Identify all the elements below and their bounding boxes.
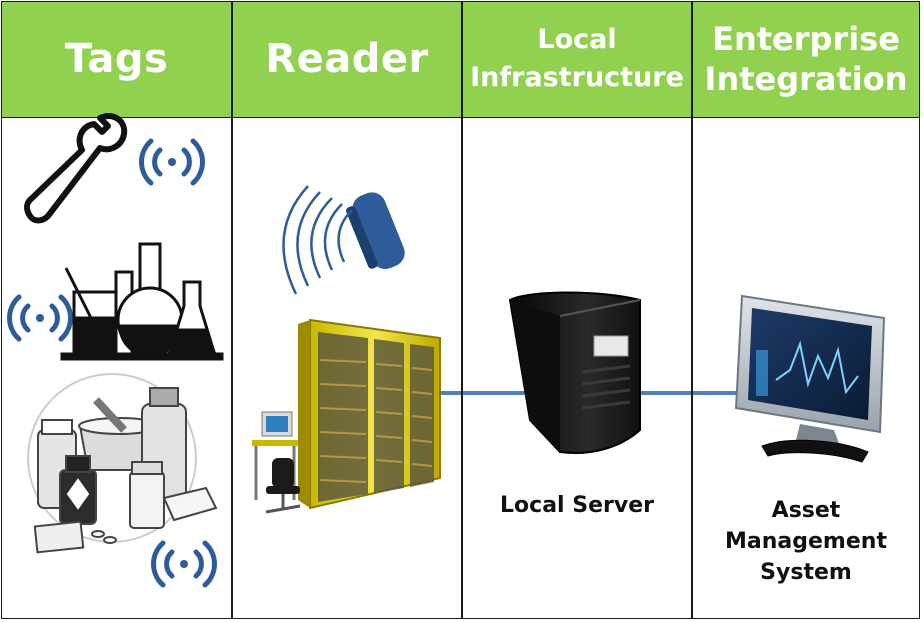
lab-glassware-icon xyxy=(60,242,224,361)
header-reader: Reader xyxy=(232,1,462,118)
column-divider xyxy=(691,1,693,619)
asset-caption-line1: Asset xyxy=(771,498,841,523)
rfid-signal-icon xyxy=(7,294,73,342)
header-tags: Tags xyxy=(1,1,232,118)
header-local-infrastructure: Local Infrastructure xyxy=(462,1,692,118)
header-local-line1: Local xyxy=(537,24,617,55)
asset-management-caption: Asset Management System xyxy=(692,495,920,588)
header-enterprise-label: Enterprise Integration xyxy=(705,19,908,99)
header-tags-label: Tags xyxy=(64,36,169,82)
header-enterprise-line2: Integration xyxy=(704,60,908,98)
asset-caption-line2: Management xyxy=(725,529,887,554)
column-divider xyxy=(461,1,463,619)
local-server-caption: Local Server xyxy=(500,493,654,518)
medicine-bottles-icon xyxy=(27,373,218,554)
column-divider xyxy=(231,1,233,619)
header-reader-label: Reader xyxy=(265,36,429,82)
monitor-icon xyxy=(734,294,886,463)
header-local-line2: Infrastructure xyxy=(470,62,684,93)
header-local-infrastructure-label: Local Infrastructure xyxy=(470,21,684,97)
reader-antenna-icon xyxy=(282,185,405,295)
storage-cabinet-icon xyxy=(252,318,441,514)
rfid-signal-icon xyxy=(151,540,217,588)
header-enterprise-line1: Enterprise xyxy=(712,20,900,58)
header-enterprise-integration: Enterprise Integration xyxy=(692,1,920,118)
rfid-signal-icon xyxy=(139,138,205,186)
wrench-icon xyxy=(24,113,128,224)
server-tower-icon xyxy=(508,291,641,454)
asset-caption-line3: System xyxy=(760,560,852,585)
